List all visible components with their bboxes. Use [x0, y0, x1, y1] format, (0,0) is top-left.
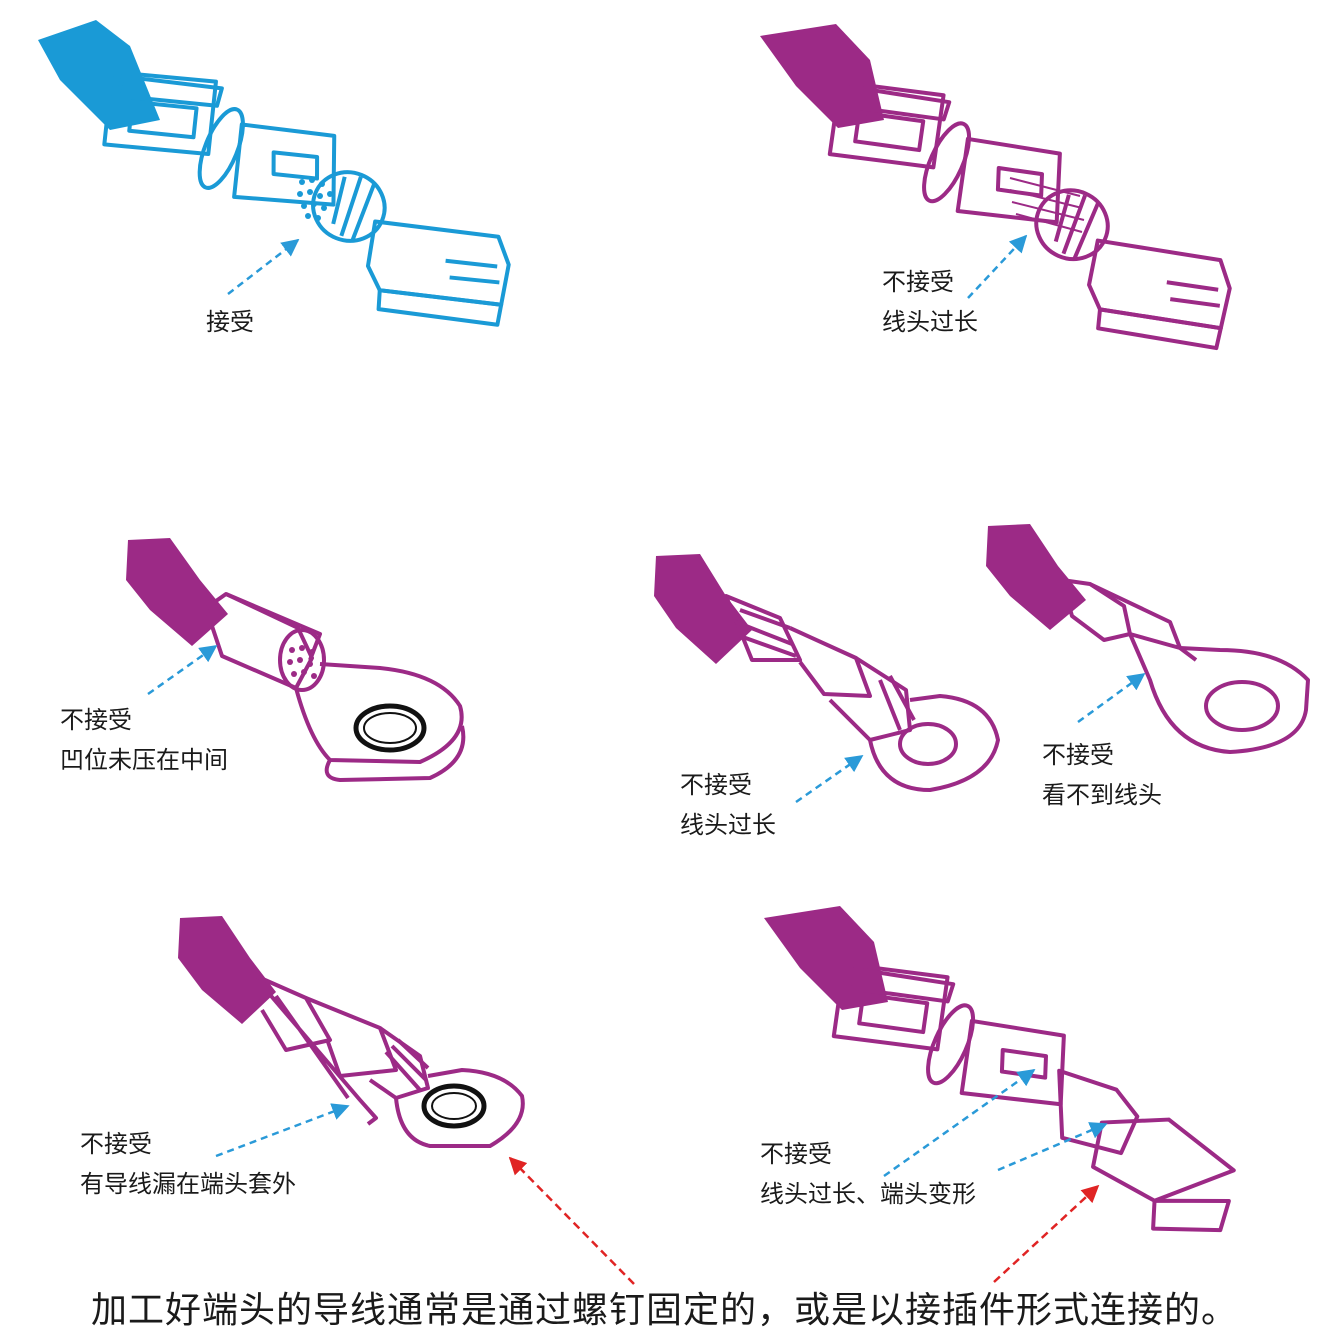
fig5-ring-terminal [986, 524, 1308, 752]
fig3-reason: 凹位未压在中间 [60, 740, 228, 780]
fig2-reason: 线头过长 [882, 302, 978, 342]
fig7-status: 不接受 [760, 1134, 976, 1174]
fig3-status: 不接受 [60, 700, 228, 740]
fig6-reason: 有导线漏在端头套外 [80, 1164, 296, 1204]
fig2-status: 不接受 [882, 262, 978, 302]
fig4-label: 不接受 线头过长 [680, 765, 776, 845]
fig2-spade-terminal [760, 24, 1265, 375]
fig6-ring-terminal [178, 916, 634, 1284]
fig6-label: 不接受 有导线漏在端头套外 [80, 1124, 296, 1204]
fig7-spade-terminal [764, 906, 1269, 1282]
fig3-label: 不接受 凹位未压在中间 [60, 700, 228, 780]
fig6-status: 不接受 [80, 1124, 296, 1164]
fig5-label: 不接受 看不到线头 [1042, 735, 1162, 815]
fig2-label: 不接受 线头过长 [882, 262, 978, 342]
fig5-status: 不接受 [1042, 735, 1162, 775]
fig1-label: 接受 [206, 302, 254, 342]
fig7-reason: 线头过长、端头变形 [760, 1174, 976, 1214]
fig1-status: 接受 [206, 302, 254, 342]
footer-caption: 加工好端头的导线通常是通过螺钉固定的，或是以接插件形式连接的。 [0, 1286, 1329, 1336]
fig7-label: 不接受 线头过长、端头变形 [760, 1134, 976, 1214]
fig5-reason: 看不到线头 [1042, 775, 1162, 815]
fig1-spade-terminal [38, 20, 542, 353]
fig4-status: 不接受 [680, 765, 776, 805]
fig4-reason: 线头过长 [680, 805, 776, 845]
